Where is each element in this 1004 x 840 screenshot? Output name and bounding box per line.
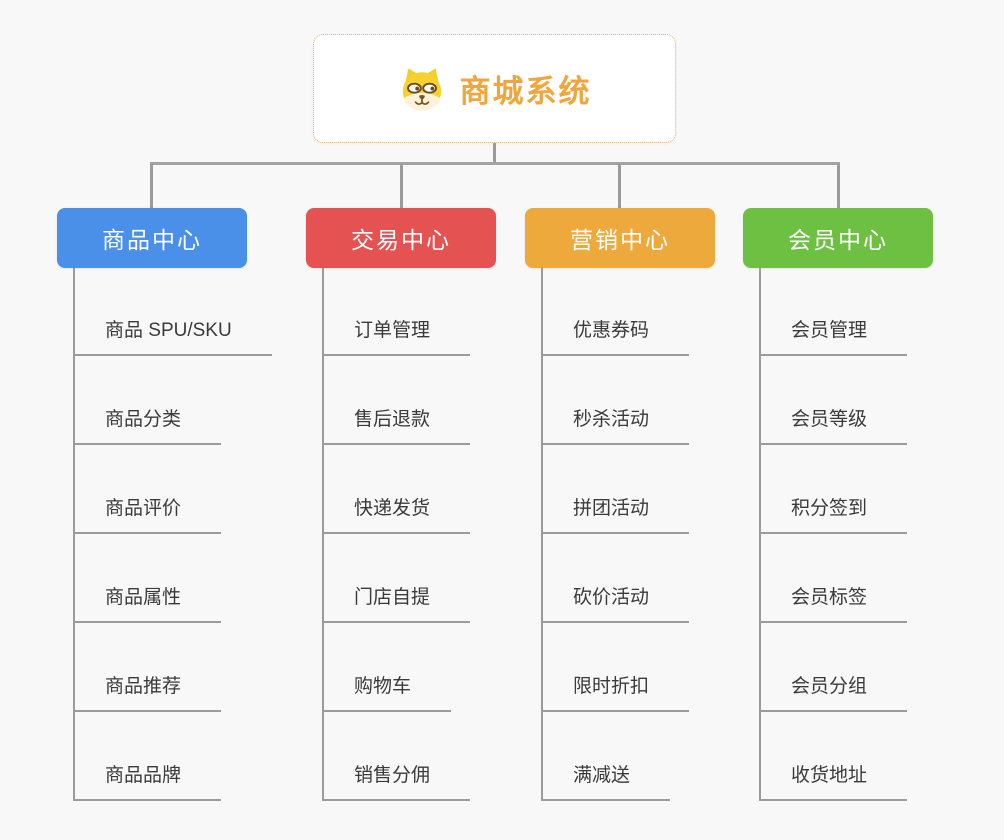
branch-column-trade: 交易中心 订单管理 售后退款 快递发货 门店自提 购物车 销售分佣 bbox=[306, 208, 566, 808]
branch-node-members[interactable]: 会员中心 bbox=[743, 208, 933, 268]
dog-face-icon bbox=[402, 67, 441, 111]
leaf-node[interactable]: 满减送 bbox=[541, 763, 671, 801]
branch-column-products: 商品中心 商品 SPU/SKU 商品分类 商品评价 商品属性 商品推荐 商品品牌 bbox=[57, 208, 317, 808]
leaf-node[interactable]: 会员分组 bbox=[759, 674, 908, 712]
leaf-node[interactable]: 售后退款 bbox=[322, 407, 471, 445]
leaf-node[interactable]: 商品属性 bbox=[73, 585, 222, 623]
branch-node-products[interactable]: 商品中心 bbox=[57, 208, 247, 268]
leaf-node[interactable]: 销售分佣 bbox=[322, 763, 471, 801]
leaf-node[interactable]: 快递发货 bbox=[322, 496, 471, 534]
leaf-node[interactable]: 会员标签 bbox=[759, 585, 908, 623]
leaf-node[interactable]: 限时折扣 bbox=[541, 674, 690, 712]
root-node[interactable]: 商城系统 bbox=[313, 34, 676, 143]
leaf-node[interactable]: 商品 SPU/SKU bbox=[73, 318, 272, 356]
leaf-node[interactable]: 订单管理 bbox=[322, 318, 471, 356]
connector-horizontal-rail bbox=[150, 162, 840, 165]
leaf-node[interactable]: 会员管理 bbox=[759, 318, 908, 356]
branch-column-marketing: 营销中心 优惠券码 秒杀活动 拼团活动 砍价活动 限时折扣 满减送 bbox=[525, 208, 785, 808]
leaf-node[interactable]: 商品评价 bbox=[73, 496, 222, 534]
connector-root-stub bbox=[493, 143, 496, 164]
branch-node-trade[interactable]: 交易中心 bbox=[306, 208, 496, 268]
branch-label: 商品中心 bbox=[102, 227, 202, 253]
connector-drop-2 bbox=[400, 164, 403, 208]
connector-drop-1 bbox=[150, 164, 153, 208]
leaf-node[interactable]: 购物车 bbox=[322, 674, 452, 712]
trunk-line bbox=[73, 268, 75, 801]
leaf-node[interactable]: 砍价活动 bbox=[541, 585, 690, 623]
branch-label: 交易中心 bbox=[351, 227, 451, 253]
trunk-line bbox=[759, 268, 761, 801]
branch-column-members: 会员中心 会员管理 会员等级 积分签到 会员标签 会员分组 收货地址 bbox=[743, 208, 1003, 808]
leaf-node[interactable]: 会员等级 bbox=[759, 407, 908, 445]
trunk-line bbox=[322, 268, 324, 801]
leaf-node[interactable]: 收货地址 bbox=[759, 763, 908, 801]
leaf-node[interactable]: 商品推荐 bbox=[73, 674, 222, 712]
connector-drop-4 bbox=[837, 164, 840, 208]
leaf-node[interactable]: 拼团活动 bbox=[541, 496, 690, 534]
leaf-node[interactable]: 秒杀活动 bbox=[541, 407, 690, 445]
branch-node-marketing[interactable]: 营销中心 bbox=[525, 208, 715, 268]
leaf-node[interactable]: 优惠券码 bbox=[541, 318, 690, 356]
leaf-node[interactable]: 商品分类 bbox=[73, 407, 222, 445]
branch-label: 会员中心 bbox=[788, 227, 888, 253]
trunk-line bbox=[541, 268, 543, 801]
leaf-node[interactable]: 商品品牌 bbox=[73, 763, 222, 801]
leaf-node[interactable]: 积分签到 bbox=[759, 496, 908, 534]
branch-label: 营销中心 bbox=[570, 227, 670, 253]
leaf-node[interactable]: 门店自提 bbox=[322, 585, 471, 623]
connector-drop-3 bbox=[618, 164, 621, 208]
root-title: 商城系统 bbox=[459, 74, 592, 109]
